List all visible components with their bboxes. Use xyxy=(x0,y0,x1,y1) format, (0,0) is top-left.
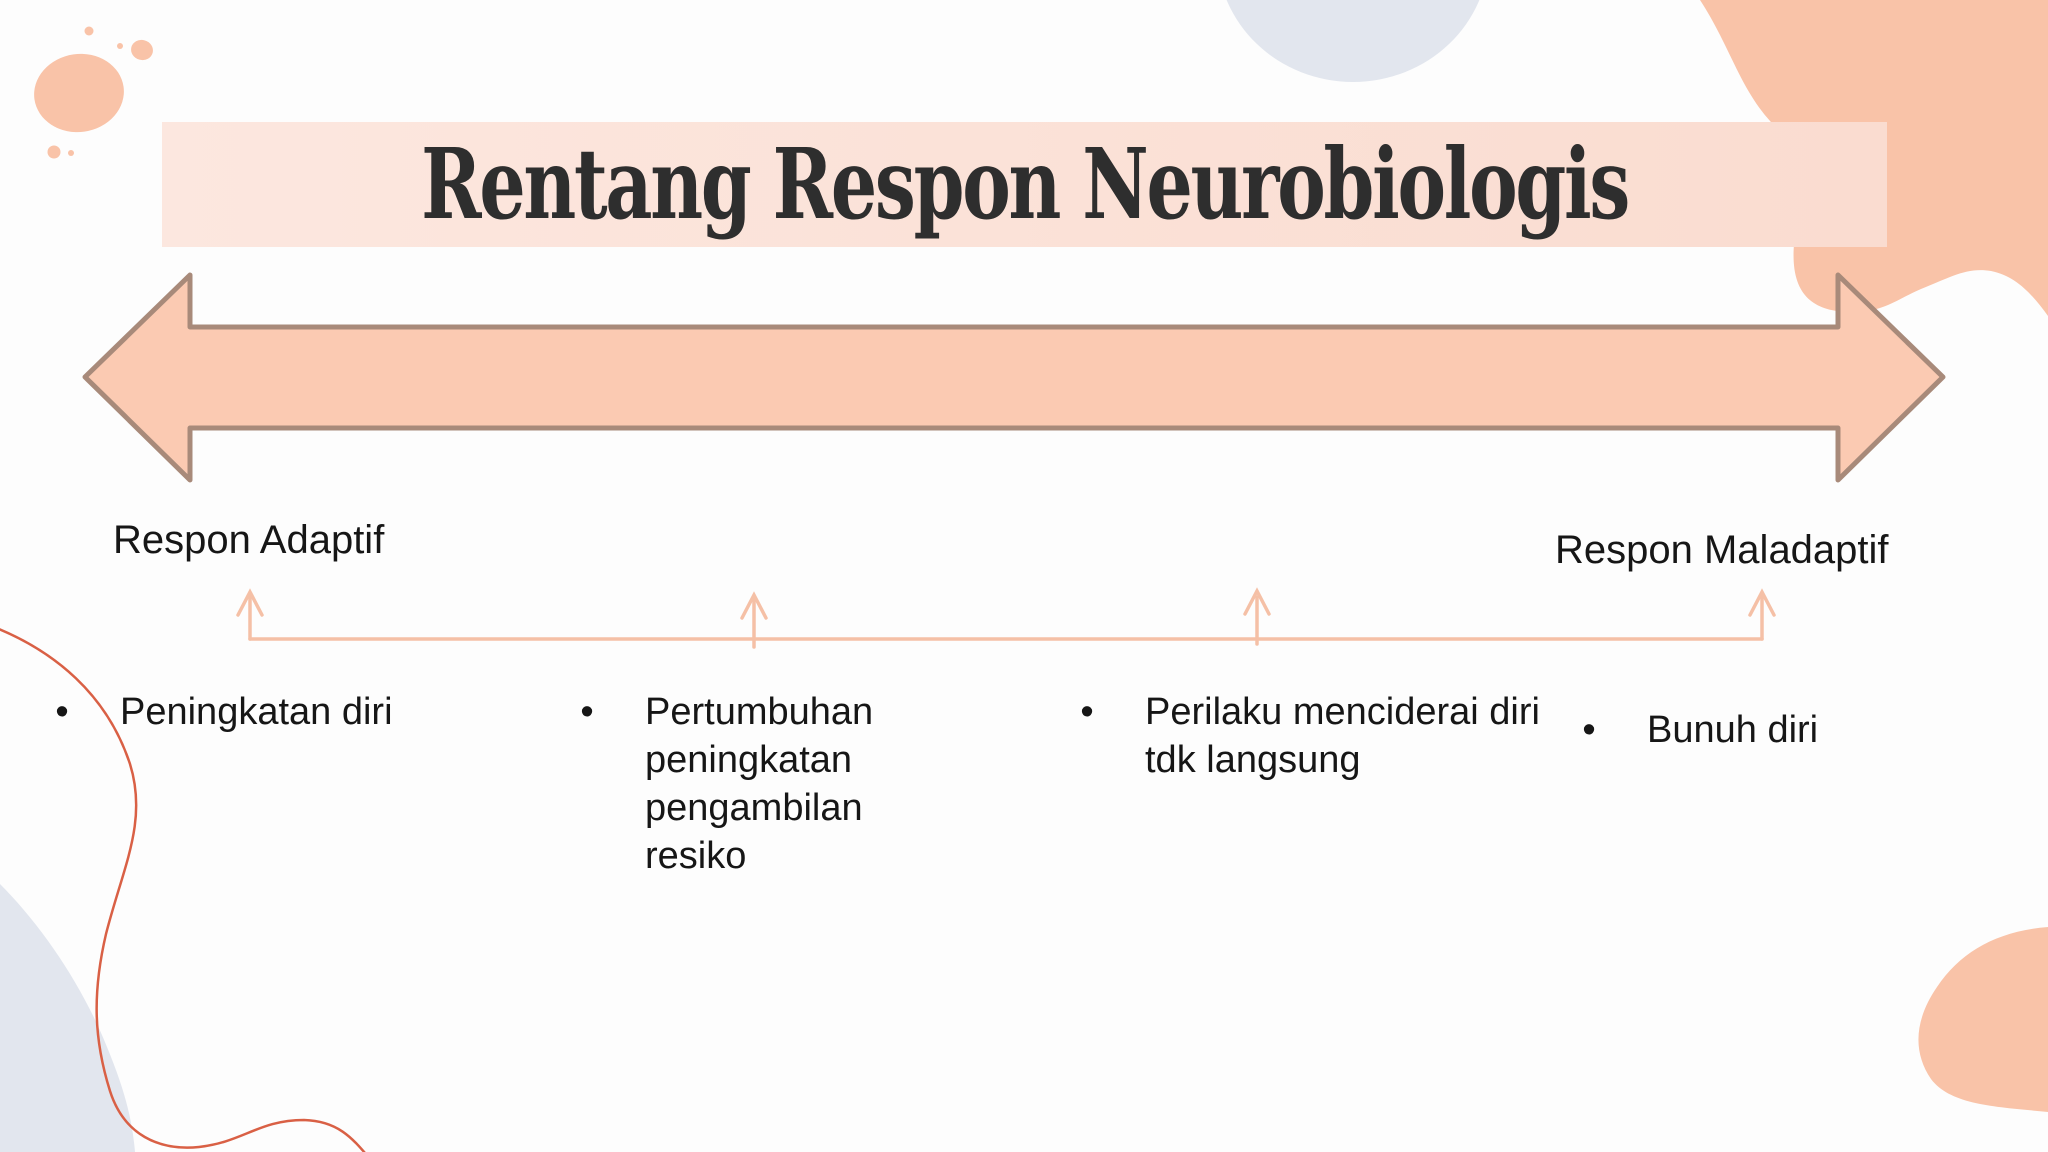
list-item-bunuh-diri: • Bunuh diri xyxy=(1577,706,1977,754)
up-arrow-4-icon xyxy=(1748,588,1776,641)
up-arrow-2-icon xyxy=(740,591,768,649)
coral-curve-icon xyxy=(0,628,366,1152)
blob-bottom-right-icon xyxy=(1918,927,2048,1112)
list-item-perilaku-menciderai: • Perilaku menciderai diri tdk langsung xyxy=(1075,688,1540,784)
list-item-peningkatan-diri: • Peningkatan diri xyxy=(50,688,520,736)
bullet-dot: • xyxy=(580,691,594,733)
list-item-label: Perilaku menciderai diri tdk langsung xyxy=(1145,691,1540,781)
bullet-dot: • xyxy=(55,691,69,733)
gray-ellipse-top-icon xyxy=(1226,0,1480,82)
list-item-label: Peningkatan diri xyxy=(120,691,393,733)
list-item-pertumbuhan: • Pertumbuhan peningkatan pengambilan re… xyxy=(575,688,900,880)
title-banner: Rentang Respon Neurobiologis xyxy=(162,122,1887,247)
up-arrow-3-icon xyxy=(1243,587,1271,646)
slide-title: Rentang Respon Neurobiologis xyxy=(421,127,1630,241)
blob-bottom-left-gray-icon xyxy=(0,884,135,1152)
label-respon-adaptif: Respon Adaptif xyxy=(113,518,385,562)
list-item-label: Bunuh diri xyxy=(1647,709,1819,751)
bullet-dot: • xyxy=(1080,691,1094,733)
blob-cluster-top-left-icon xyxy=(34,26,153,159)
label-respon-maladaptif: Respon Maladaptif xyxy=(1555,528,1889,572)
list-item-label: Pertumbuhan peningkatan pengambilan resi… xyxy=(645,691,874,877)
double-arrow-icon xyxy=(82,272,1946,483)
bullet-dot: • xyxy=(1582,709,1596,751)
up-arrow-1-icon xyxy=(236,588,264,641)
